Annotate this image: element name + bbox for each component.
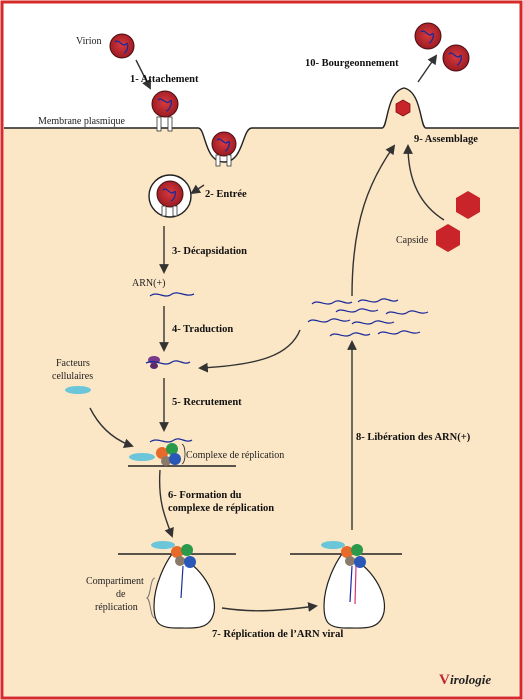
step9-label: 9- Assemblage	[414, 134, 478, 145]
compartiment-label-line1: Compartiment	[86, 576, 144, 587]
virion-free	[109, 33, 135, 59]
step5-label: 5- Recrutement	[172, 397, 242, 408]
plasma-membrane-line	[4, 87, 519, 163]
step1-label: 1- Attachement	[130, 74, 199, 85]
cytoplasm	[4, 88, 519, 696]
arn-label: ARN(+)	[132, 278, 165, 289]
replication-compartment-left	[118, 541, 236, 629]
membrane-label: Membrane plasmique	[38, 116, 125, 127]
step8-label: 8- Libération des ARN(+)	[356, 432, 471, 443]
step3-label: 3- Décapsidation	[172, 246, 247, 257]
arrow-factor	[89, 407, 134, 449]
budding-particle	[395, 99, 411, 117]
step4-label: 4- Traduction	[172, 324, 233, 335]
compartiment-label-line2: de	[116, 589, 126, 600]
arrow-step6	[158, 469, 174, 538]
endosome	[148, 174, 192, 218]
compartiment-label-line3: réplication	[95, 602, 138, 613]
step6-label-line1: 6- Formation du	[168, 490, 242, 501]
released-rna-strands	[307, 298, 429, 337]
arrow-rna-to-assembly	[351, 144, 396, 297]
facteurs-label-line2: cellulaires	[52, 371, 93, 382]
released-virions	[414, 22, 470, 72]
complexe-label: Complexe de réplication	[186, 450, 284, 461]
compartiment-brace	[145, 577, 156, 619]
arrow-rna-to-translation	[198, 329, 301, 373]
logo-first-letter: V	[439, 672, 450, 688]
virion-label: Virion	[76, 36, 102, 47]
arrow-step10	[417, 54, 438, 83]
rna-strand	[149, 292, 195, 297]
step6-label-line2: complexe de réplication	[168, 503, 274, 514]
step7-label: 7- Réplication de l’ARN viral	[212, 629, 343, 640]
cellular-factor	[65, 386, 91, 394]
step10-label: 10- Bourgeonnement	[305, 58, 399, 69]
virologie-logo: V irologie	[439, 672, 491, 688]
capsid-hexagons	[436, 191, 480, 252]
virion-invaginating	[211, 131, 237, 167]
capside-label: Capside	[396, 235, 429, 246]
step2-label: 2- Entrée	[205, 189, 247, 200]
facteurs-label-line1: Facteurs	[56, 358, 90, 369]
arrow-step1	[135, 59, 151, 90]
replication-compartment-right	[290, 541, 402, 629]
logo-text: irologie	[450, 672, 491, 687]
virion-attached	[151, 90, 179, 132]
arrow-capsid	[403, 144, 445, 221]
arrow-step2	[190, 184, 205, 195]
ribosome-translation	[145, 356, 191, 369]
replication-complex	[128, 438, 236, 467]
arrow-step7	[221, 602, 318, 612]
